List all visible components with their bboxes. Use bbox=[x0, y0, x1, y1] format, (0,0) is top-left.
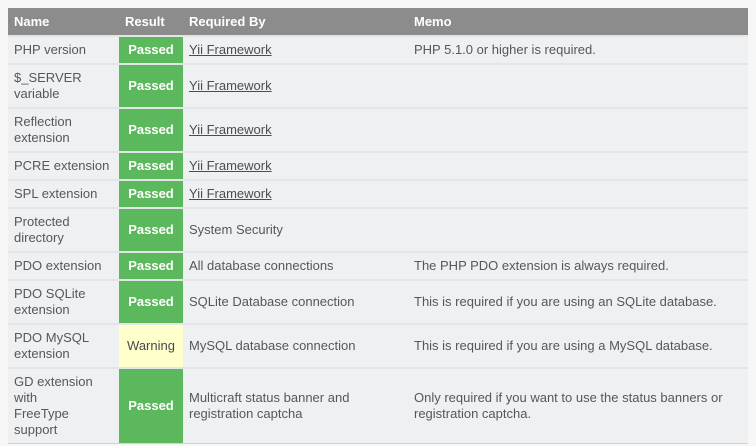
requirement-name: PDO MySQL extension bbox=[8, 323, 119, 368]
memo-text: This is required if you are using an SQL… bbox=[408, 279, 748, 324]
requirement-name: Protected directory bbox=[8, 207, 119, 252]
required-by-cell: Yii Framework bbox=[183, 107, 408, 152]
memo-text: Only required if you want to use the sta… bbox=[408, 367, 748, 444]
requirement-name: PDO extension bbox=[8, 251, 119, 280]
requirement-name: GD extension with FreeType support bbox=[8, 367, 119, 444]
result-badge: Passed bbox=[119, 367, 183, 444]
required-by-text: Multicraft status banner and registratio… bbox=[189, 390, 350, 421]
required-by-cell: System Security bbox=[183, 207, 408, 252]
memo-text bbox=[408, 207, 748, 252]
required-by-cell: All database connections bbox=[183, 251, 408, 280]
required-by-cell: SQLite Database connection bbox=[183, 279, 408, 324]
required-by-cell: Yii Framework bbox=[183, 63, 408, 108]
requirements-table: Name Result Required By Memo PHP version… bbox=[8, 8, 748, 444]
result-badge: Passed bbox=[119, 151, 183, 180]
required-by-cell: MySQL database connection bbox=[183, 323, 408, 368]
result-badge: Passed bbox=[119, 279, 183, 324]
requirement-name: SPL extension bbox=[8, 179, 119, 208]
table-header-row: Name Result Required By Memo bbox=[8, 8, 748, 36]
column-header-memo: Memo bbox=[408, 8, 748, 36]
result-badge: Passed bbox=[119, 35, 183, 64]
required-by-text: MySQL database connection bbox=[189, 338, 356, 353]
required-by-link[interactable]: Yii Framework bbox=[189, 42, 272, 57]
result-badge: Passed bbox=[119, 251, 183, 280]
memo-text bbox=[408, 179, 748, 208]
result-badge: Passed bbox=[119, 107, 183, 152]
required-by-text: System Security bbox=[189, 222, 283, 237]
result-badge: Passed bbox=[119, 179, 183, 208]
requirement-name: PHP version bbox=[8, 35, 119, 64]
memo-text bbox=[408, 107, 748, 152]
required-by-link[interactable]: Yii Framework bbox=[189, 158, 272, 173]
required-by-text: SQLite Database connection bbox=[189, 294, 355, 309]
memo-text bbox=[408, 63, 748, 108]
result-badge: Warning bbox=[119, 323, 183, 368]
memo-text bbox=[408, 151, 748, 180]
column-header-result: Result bbox=[119, 8, 183, 36]
result-badge: Passed bbox=[119, 63, 183, 108]
column-header-name: Name bbox=[8, 8, 119, 36]
result-badge: Passed bbox=[119, 207, 183, 252]
required-by-cell: Yii Framework bbox=[183, 35, 408, 64]
requirement-name: $_SERVER variable bbox=[8, 63, 119, 108]
required-by-link[interactable]: Yii Framework bbox=[189, 186, 272, 201]
required-by-cell: Yii Framework bbox=[183, 151, 408, 180]
memo-text: PHP 5.1.0 or higher is required. bbox=[408, 35, 748, 64]
required-by-cell: Multicraft status banner and registratio… bbox=[183, 367, 408, 444]
column-header-required-by: Required By bbox=[183, 8, 408, 36]
memo-text: This is required if you are using a MySQ… bbox=[408, 323, 748, 368]
required-by-link[interactable]: Yii Framework bbox=[189, 78, 272, 93]
required-by-text: All database connections bbox=[189, 258, 334, 273]
memo-text: The PHP PDO extension is always required… bbox=[408, 251, 748, 280]
requirement-name: Reflection extension bbox=[8, 107, 119, 152]
required-by-link[interactable]: Yii Framework bbox=[189, 122, 272, 137]
required-by-cell: Yii Framework bbox=[183, 179, 408, 208]
requirement-name: PDO SQLite extension bbox=[8, 279, 119, 324]
requirement-name: PCRE extension bbox=[8, 151, 119, 180]
